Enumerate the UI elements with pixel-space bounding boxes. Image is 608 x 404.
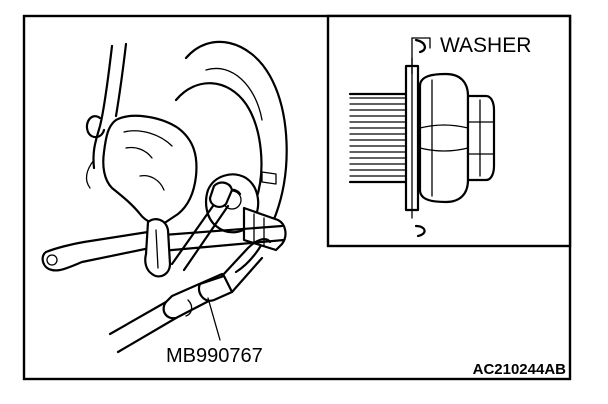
stud-threads <box>348 92 412 184</box>
tool-number-label: MB990767 <box>166 345 263 367</box>
hub-assembly-drawing <box>41 40 288 354</box>
figure-code: AC210244AB <box>473 361 567 378</box>
washer-detail-inset: WASHER <box>326 14 572 248</box>
washer-label: WASHER <box>440 34 531 57</box>
hex-nut <box>418 72 470 204</box>
